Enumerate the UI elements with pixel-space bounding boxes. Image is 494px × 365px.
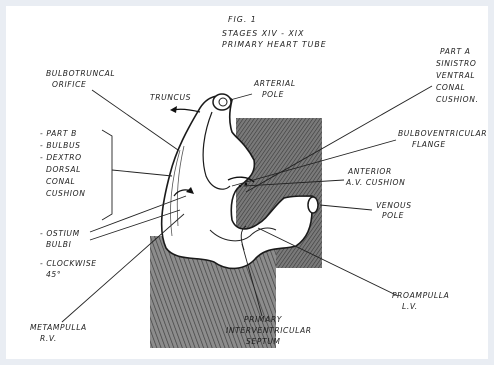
leader-arterial [230,94,252,100]
label-anterior-av-2: A.V. CUSHION [345,178,405,187]
label-ostium-1: - OSTIUM [40,229,80,238]
venous-pole-opening [308,197,318,213]
label-clockwise-1: - CLOCKWISE [40,259,97,268]
label-part-a-1: PART A [440,47,471,56]
label-proampulla-1: PROAMPULLA [392,291,449,300]
arterial-pole-opening [213,94,231,110]
figure-number: FIG. 1 [228,15,257,24]
av-cushion-mark [245,183,248,186]
label-septum-1: PRIMARY [244,315,283,324]
label-truncus: TRUNCUS [150,93,191,102]
label-part-b-5: CONAL [46,177,75,186]
label-arterial-1: ARTERIAL [253,79,296,88]
bracket-part-b [102,130,112,220]
label-arterial-2: POLE [262,90,284,99]
label-proampulla-2: L.V. [402,302,418,311]
label-metampulla-2: R.V. [40,334,57,343]
figure-subtitle-tube: PRIMARY HEART TUBE [222,40,327,49]
label-part-b-2: - BULBUS [40,141,81,150]
label-part-b-1: - PART B [40,129,77,138]
label-part-a-2: SINISTRO [436,59,477,68]
label-anterior-av-1: ANTERIOR [347,167,392,176]
label-bulboventricular-2: FLANGE [412,140,446,149]
label-part-a-3: VENTRAL [436,71,475,80]
label-bulboventricular-1: BULBOVENTRICULAR [398,129,487,138]
label-venous-1: VENOUS [376,201,412,210]
label-bulbotruncal-1: BULBOTRUNCAL [46,69,115,78]
label-part-b-6: CUSHION [46,189,86,198]
figure-subtitle-stages: STAGES XIV - XIX [222,29,304,38]
label-part-b-3: - DEXTRO [40,153,82,162]
leader-part-b [112,170,172,176]
label-part-b-4: DORSAL [46,165,81,174]
av-cushion-mark [239,185,242,188]
label-part-a-4: CONAL [436,83,465,92]
label-metampulla-1: METAMPULLA [30,323,87,332]
heart-tube-diagram: FIG. 1 STAGES XIV - XIX PRIMARY HEART TU… [6,6,488,359]
label-part-a-5: CUSHION. [436,95,479,104]
label-septum-2: INTERVENTRICULAR [226,326,312,335]
figure-frame: FIG. 1 STAGES XIV - XIX PRIMARY HEART TU… [6,6,488,359]
label-septum-3: SEPTUM [246,337,281,346]
label-venous-2: POLE [382,211,404,220]
truncus-arrowhead [170,106,177,113]
leader-venous [320,205,372,210]
label-clockwise-2: 45° [46,270,61,279]
label-bulbotruncal-2: ORIFICE [52,80,86,89]
label-ostium-2: BULBI [46,240,72,249]
